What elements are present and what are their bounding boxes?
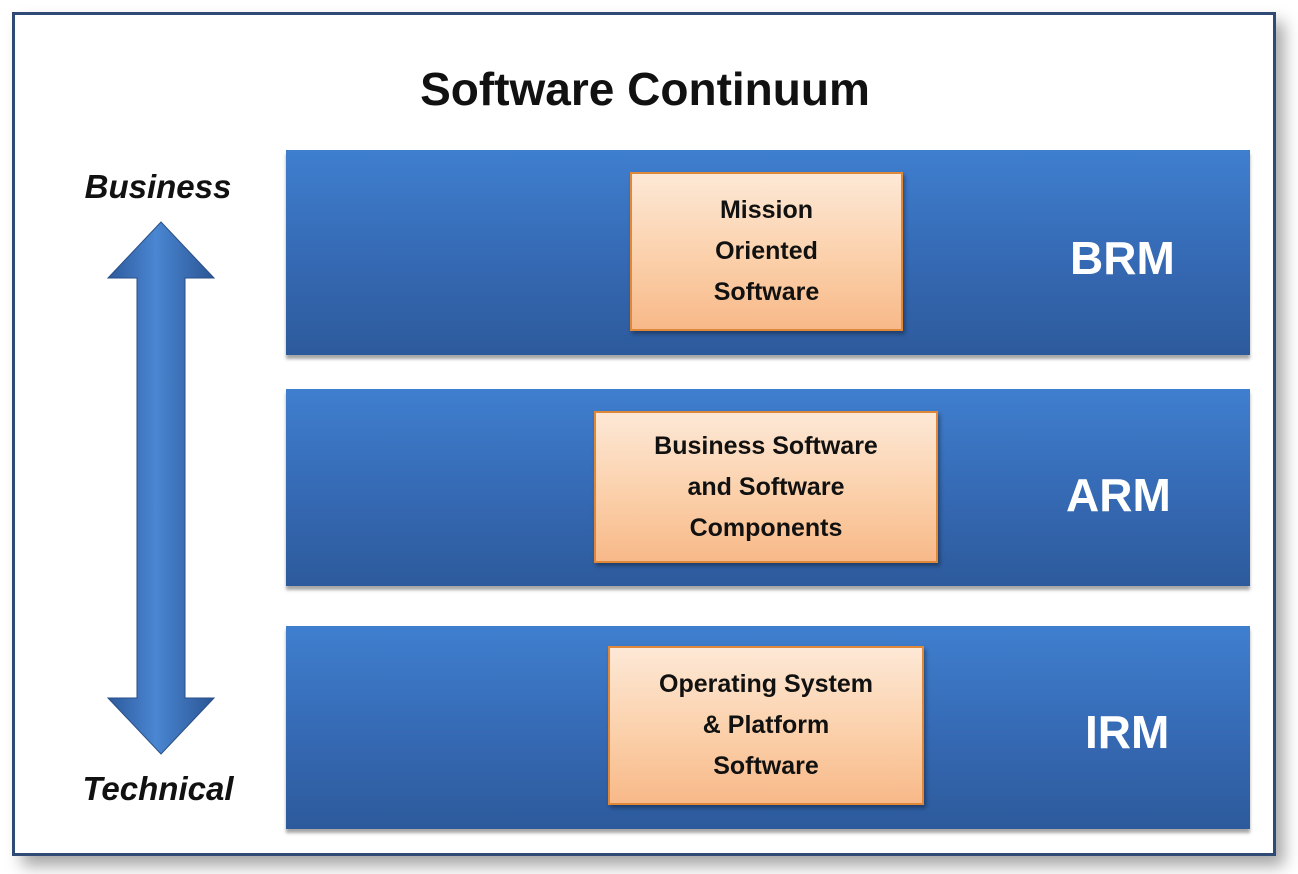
box-line: and Software xyxy=(687,472,845,501)
box-line: Components xyxy=(689,513,843,542)
box-line: Software xyxy=(713,752,819,780)
layer-model-label-irm: IRM xyxy=(1085,706,1170,758)
double-headed-vertical-arrow-icon xyxy=(106,221,216,755)
layer-box-irm: Operating System & Platform Software xyxy=(608,646,924,805)
diagram-title: Software Continuum xyxy=(420,63,870,115)
box-line: Mission xyxy=(719,196,814,224)
box-line: & Platform xyxy=(702,711,830,739)
layer-box-brm: Mission Oriented Software xyxy=(630,172,903,331)
layer-model-label-brm: BRM xyxy=(1070,232,1175,284)
arrow-shape xyxy=(106,221,216,755)
box-line: Software xyxy=(713,278,820,306)
box-line: Oriented xyxy=(715,237,818,265)
box-line: Business Software xyxy=(654,431,878,460)
layer-model-label-arm: ARM xyxy=(1066,469,1171,521)
layer-box-arm: Business Software and Software Component… xyxy=(594,411,938,563)
box-line: Operating System xyxy=(659,670,873,698)
axis-label-technical: Technical xyxy=(82,770,234,807)
axis-label-business: Business xyxy=(84,168,232,205)
